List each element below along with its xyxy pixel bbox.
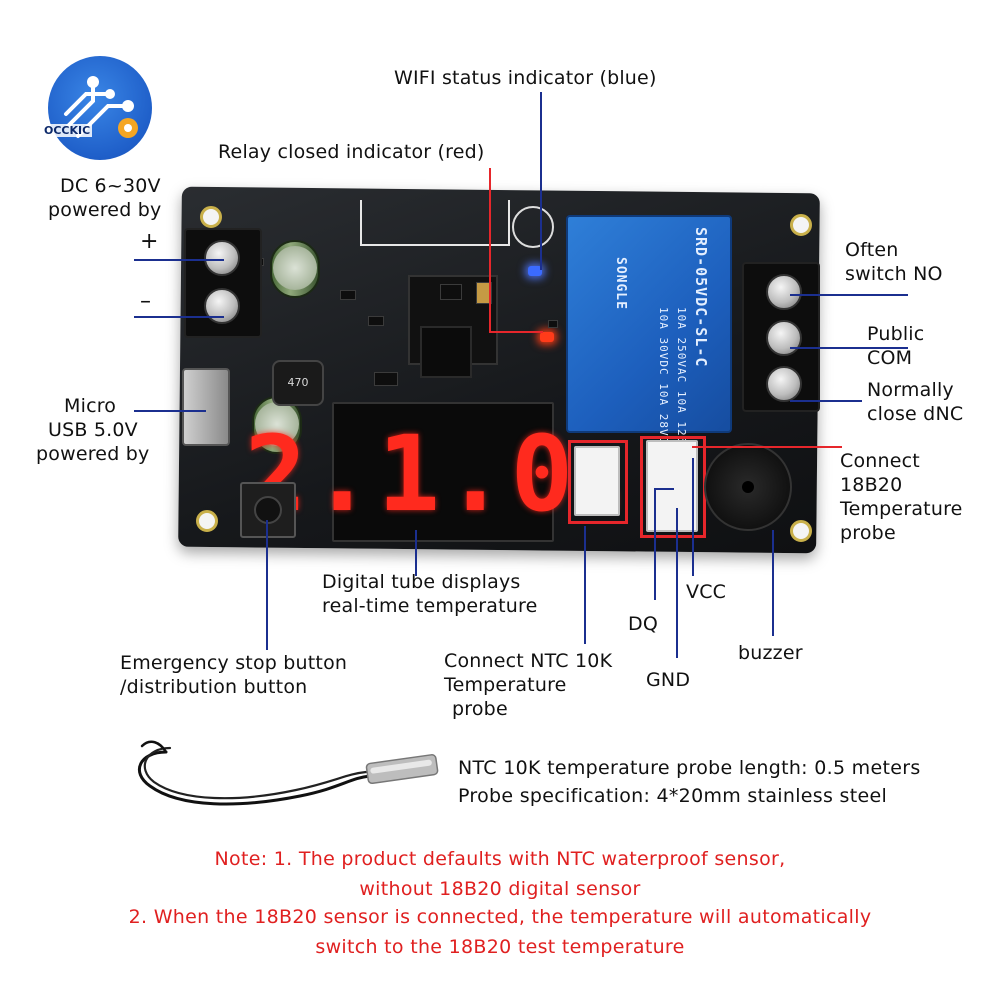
leader-line xyxy=(134,316,224,318)
ntc-probe-connector[interactable] xyxy=(574,446,620,516)
digital-tube-label: Digital tube displays xyxy=(322,571,521,593)
electrolytic-capacitor xyxy=(270,240,320,298)
seven-segment-display: 2.1.0. xyxy=(244,402,644,542)
relay-terminal-block xyxy=(742,262,820,412)
screw-icon xyxy=(204,240,240,276)
relay-rating: 10A 30VDC 10A 28VDC xyxy=(657,307,670,452)
circuit-logo-icon xyxy=(64,76,138,138)
dq-pin-label: DQ xyxy=(628,613,658,635)
ntc-connector-label: Temperature xyxy=(444,674,567,696)
smd-component xyxy=(374,372,398,386)
leader-line xyxy=(692,458,694,576)
micro-usb-label: Micro xyxy=(64,395,117,417)
relay-status-led xyxy=(540,332,554,342)
capacitor-top xyxy=(273,246,317,290)
ntc-connector-highlight xyxy=(568,440,628,524)
ds18b20-connector-highlight xyxy=(640,436,706,538)
leader-line xyxy=(790,294,908,296)
leader-line xyxy=(676,508,678,658)
screw-icon xyxy=(766,274,802,310)
screw-icon xyxy=(204,288,240,324)
normally-close-label: Normally xyxy=(867,379,954,401)
note-line: switch to the 18B20 test temperature xyxy=(315,936,685,958)
normally-close-label: close dNC xyxy=(867,403,964,425)
button-cap[interactable] xyxy=(254,496,282,524)
micro-usb-label: powered by xyxy=(36,443,150,465)
leader-line xyxy=(134,410,206,412)
mount-hole xyxy=(196,510,218,532)
smd-component xyxy=(440,284,462,300)
often-switch-label: Often xyxy=(845,239,899,261)
leader-line xyxy=(489,168,491,332)
plus-sign: + xyxy=(140,229,159,254)
leader-line xyxy=(540,92,542,270)
mcu-chip xyxy=(420,326,472,378)
estop-label: /distribution button xyxy=(120,676,308,698)
screw-icon xyxy=(766,320,802,356)
leader-line xyxy=(654,488,656,600)
public-com-label: COM xyxy=(867,347,913,369)
ntc-probe-image xyxy=(137,740,439,806)
probe-size-spec: Probe specification: 4*20mm stainless st… xyxy=(458,785,888,807)
ds18b20-label: probe xyxy=(840,522,896,544)
wifi-antenna xyxy=(360,200,510,246)
public-com-label: Public xyxy=(867,323,925,345)
ntc-connector-label: probe xyxy=(452,698,508,720)
leader-line xyxy=(692,446,842,448)
minus-sign: – xyxy=(140,289,152,314)
ds18b20-connector[interactable] xyxy=(646,440,698,532)
leader-line xyxy=(266,520,268,650)
micro-usb-port[interactable] xyxy=(182,368,230,446)
note-line: without 18B20 digital sensor xyxy=(359,878,641,900)
display-digits: 2.1.0. xyxy=(244,413,644,535)
leader-line xyxy=(134,259,224,261)
capacitor-top xyxy=(255,402,299,446)
leader-line xyxy=(654,488,674,490)
relay: SRD-05VDC-SL-C 10A 250VAC 10A 125VAC 10A… xyxy=(566,215,732,467)
leader-line xyxy=(415,530,417,576)
buzzer-label: buzzer xyxy=(738,642,803,664)
relay-indicator-label: Relay closed indicator (red) xyxy=(218,141,485,163)
leader-line xyxy=(772,530,774,636)
relay-model: SRD-05VDC-SL-C xyxy=(692,227,710,368)
leader-line xyxy=(584,526,586,644)
mount-hole xyxy=(790,520,812,542)
relay-brand: SONGLE xyxy=(613,257,628,310)
crystal xyxy=(476,282,492,304)
brand-logo-text: OCCKIC xyxy=(42,124,93,137)
wifi-fan-icon xyxy=(512,206,554,248)
leader-line xyxy=(790,347,908,349)
power-terminal-block xyxy=(184,228,262,338)
ds18b20-label: Connect xyxy=(840,450,920,472)
note-line: 2. When the 18B20 sensor is connected, t… xyxy=(128,906,872,928)
leader-line xyxy=(790,400,862,402)
ds18b20-label: 18B20 xyxy=(840,474,903,496)
note-line: Note: 1. The product defaults with NTC w… xyxy=(214,848,786,870)
wifi-indicator-label: WIFI status indicator (blue) xyxy=(394,67,657,89)
mount-hole xyxy=(790,214,812,236)
digital-tube-label: real-time temperature xyxy=(322,595,538,617)
smd-component xyxy=(548,320,558,328)
estop-label: Emergency stop button xyxy=(120,652,348,674)
dc-power-label: powered by xyxy=(48,199,162,221)
dc-power-label: DC 6~30V xyxy=(60,175,161,197)
smd-component xyxy=(368,316,384,326)
ds18b20-label: Temperature xyxy=(840,498,963,520)
probe-length-spec: NTC 10K temperature probe length: 0.5 me… xyxy=(458,757,921,779)
inductor: 470 xyxy=(272,360,324,406)
leader-line xyxy=(489,331,543,333)
micro-usb-label: USB 5.0V xyxy=(48,419,138,441)
screw-icon xyxy=(766,366,802,402)
ntc-connector-label: Connect NTC 10K xyxy=(444,650,613,672)
often-switch-label: switch NO xyxy=(845,263,943,285)
smd-component xyxy=(340,290,356,300)
brand-logo xyxy=(48,56,152,160)
vcc-pin-label: VCC xyxy=(686,581,727,603)
mount-hole xyxy=(200,206,222,228)
buzzer-hole xyxy=(742,481,754,493)
gnd-pin-label: GND xyxy=(646,669,691,691)
wifi-status-led xyxy=(528,266,542,276)
